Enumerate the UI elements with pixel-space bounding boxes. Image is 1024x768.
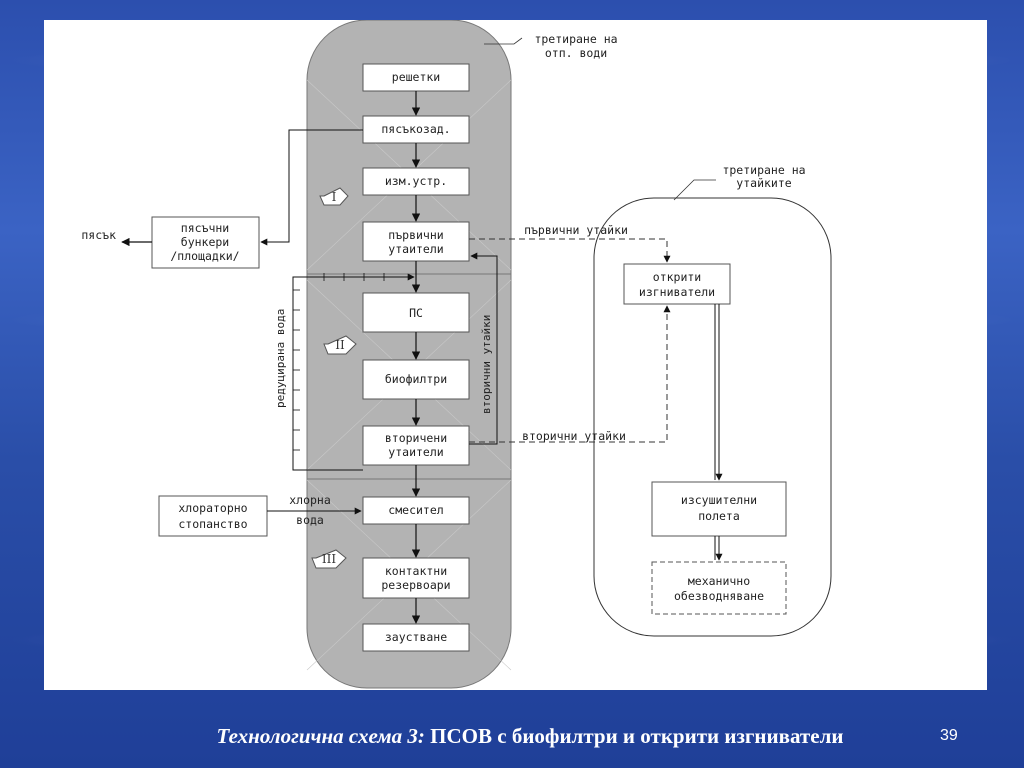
- label-grit: пясъкозад.: [381, 122, 450, 136]
- svg-text:III: III: [322, 552, 336, 566]
- box-mixer: [362, 496, 470, 525]
- label-drying-2: полета: [698, 509, 740, 523]
- water-leader: [484, 37, 523, 45]
- box-grit: [362, 115, 470, 144]
- label-water-treatment-2: отп. води: [545, 46, 607, 60]
- diagram-panel: I II III решетки пясъкозад. изм.устр. пъ…: [44, 20, 987, 690]
- grit-to-bunkers-line: [260, 129, 363, 246]
- label-dewater-1: механично: [688, 574, 750, 588]
- secondary-sludge-return: [469, 252, 498, 445]
- label-contact-1: контактни: [385, 564, 447, 578]
- label-sand-1: пясъчни: [181, 221, 229, 235]
- box-contact: [362, 557, 470, 599]
- recirc-ticks: [293, 273, 385, 451]
- label-digest-1: открити: [653, 270, 701, 284]
- box-sand-bunkers: [151, 216, 260, 269]
- label-chlor-2: стопанство: [178, 517, 247, 531]
- box-digesters: [623, 263, 731, 305]
- process-diagram: I II III решетки пясъкозад. изм.устр. пъ…: [81, 20, 832, 689]
- label-primary-1: първични: [388, 228, 443, 242]
- label-chlorine-1: хлорна: [289, 493, 331, 507]
- label-biofilters: биофилтри: [385, 372, 447, 386]
- label-digest-2: изгниватели: [639, 285, 715, 299]
- label-sludge-treatment-1: третиране на: [722, 163, 805, 177]
- box-secondary: [362, 425, 470, 466]
- caption-italic: Технологична схема 3:: [216, 724, 425, 748]
- sludge-treatment-outline: [593, 197, 832, 637]
- stage-marker-2: II: [323, 335, 357, 355]
- box-discharge: [362, 623, 470, 652]
- label-dewater-2: обезводняване: [674, 589, 764, 603]
- label-sand-2: бункери: [181, 235, 229, 249]
- label-recirc-water: редуцирана вода: [274, 309, 287, 408]
- label-measure: изм.устр.: [385, 174, 447, 188]
- label-secondary-sludge-v: вторични утайки: [480, 315, 493, 414]
- label-screens: решетки: [392, 70, 440, 84]
- secondary-sludge-line: [469, 305, 671, 443]
- slide-caption: Технологична схема 3: ПСОВ с биофилтри и…: [0, 724, 1024, 749]
- sludge-leader: [673, 179, 716, 201]
- page-number: 39: [940, 727, 958, 744]
- svg-text:I: I: [332, 190, 337, 204]
- label-drying-1: изсушителни: [681, 493, 757, 507]
- primary-sludge-line: [469, 238, 671, 263]
- label-chlor-1: хлораторно: [178, 501, 247, 515]
- label-sand-out: пясък: [81, 228, 116, 242]
- label-ps: ПС: [409, 306, 423, 320]
- label-water-treatment-1: третиране на: [534, 32, 617, 46]
- label-secondary-2: утаители: [388, 445, 443, 459]
- label-secondary-sludge-h: вторични утайки: [522, 429, 626, 443]
- label-primary-2: утаители: [388, 242, 443, 256]
- box-screens: [362, 63, 470, 92]
- label-chlorine-2: вода: [296, 513, 324, 527]
- label-mixer: смесител: [388, 503, 443, 517]
- label-discharge: заустване: [385, 630, 447, 644]
- box-primary: [362, 221, 470, 262]
- box-chlorination: [158, 495, 268, 537]
- label-sand-3: /площадки/: [170, 249, 239, 263]
- label-primary-sludge: първични утайки: [524, 223, 628, 237]
- box-dewatering: [651, 561, 787, 615]
- recirc-line: [292, 273, 415, 471]
- caption-text: ПСОВ с биофилтри и открити изгниватели: [424, 724, 844, 748]
- stage-marker-1: I: [319, 187, 349, 206]
- svg-text:II: II: [335, 338, 345, 352]
- label-contact-2: резервоари: [381, 578, 450, 592]
- label-secondary-1: вторичени: [385, 431, 447, 445]
- label-sludge-treatment-2: утайките: [736, 176, 791, 190]
- stage-marker-3: III: [311, 549, 347, 569]
